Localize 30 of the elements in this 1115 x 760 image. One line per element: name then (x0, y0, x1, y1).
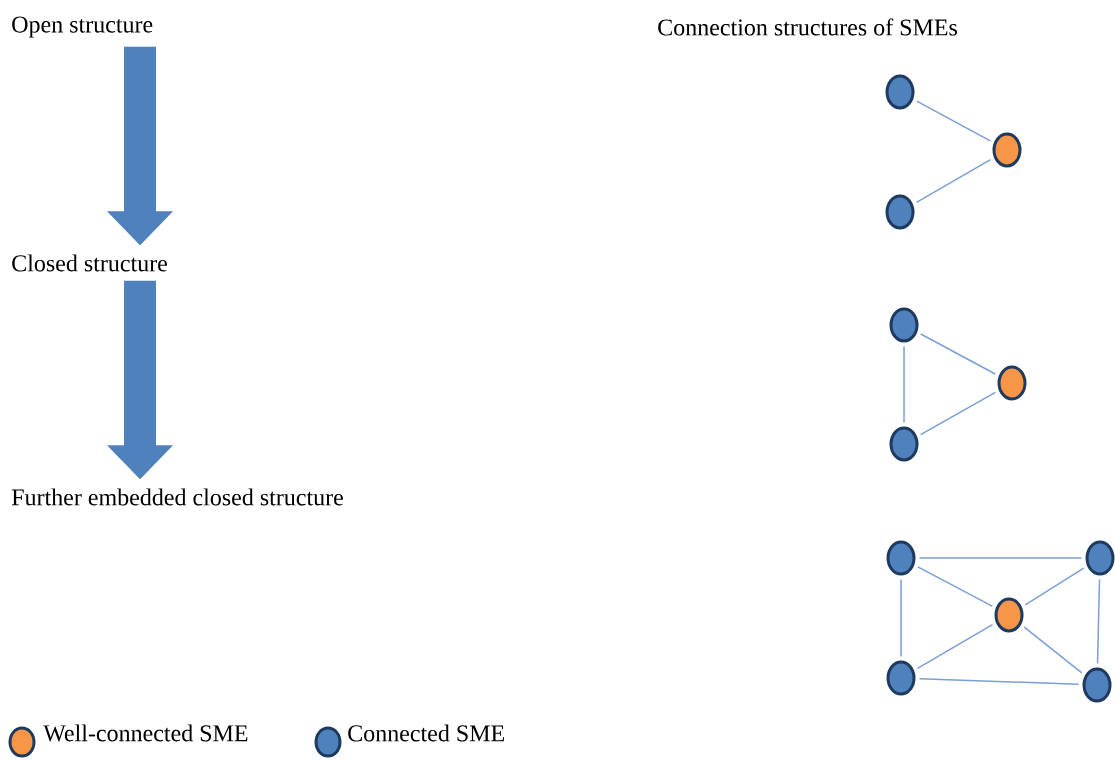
connection-line (915, 158, 992, 204)
sme-circle (992, 132, 1022, 168)
connection-line (1023, 626, 1083, 674)
sme-circle (994, 597, 1024, 633)
stage-label: Further embedded closed structure (11, 488, 343, 506)
sme-circle (889, 426, 919, 462)
connection-line (916, 623, 994, 670)
connection-line (918, 677, 1080, 686)
stage-label: Open structure (12, 16, 153, 38)
connection-line (1024, 567, 1085, 606)
legend-label: Connected SME (348, 724, 504, 742)
sme-circle (997, 365, 1027, 401)
stage-label: Closed structure (12, 254, 167, 272)
connection-line (918, 557, 1083, 559)
heading: Connection structures of SMEs (658, 18, 957, 36)
legend-label: Well-connected SME (43, 724, 248, 742)
connection-line (920, 333, 996, 375)
connection-line (917, 566, 993, 607)
connection-line (900, 578, 902, 658)
connection-line (919, 391, 997, 436)
sme-circle (886, 660, 916, 696)
sme-circle (889, 307, 919, 343)
sme-circle (885, 194, 915, 230)
sme-circle (1082, 667, 1112, 703)
sme-circle (1085, 540, 1115, 576)
connection-line (903, 345, 905, 424)
sme-circle (885, 74, 915, 110)
sme-circle (886, 540, 916, 576)
connection-line (1096, 578, 1101, 665)
connection-line (916, 100, 991, 142)
